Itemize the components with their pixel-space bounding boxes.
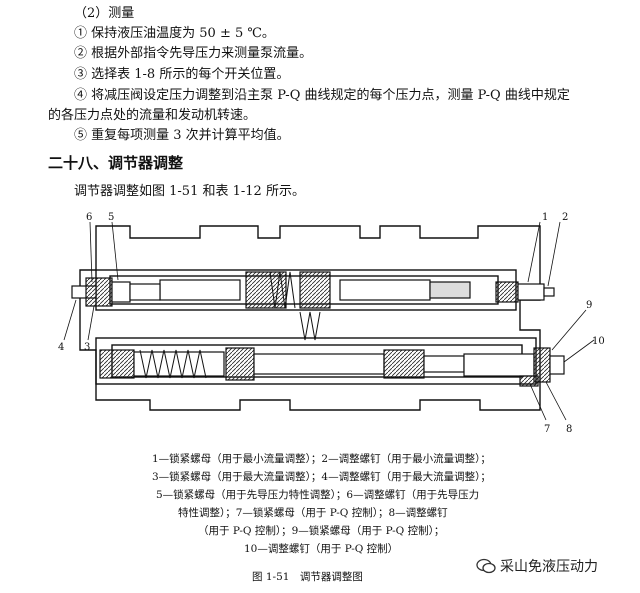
callout-7: 7 <box>544 424 550 435</box>
step-4: ④ 将减压阀设定压力调整到沿主泵 P-Q 曲线规定的每个压力点，测量 P-Q 曲… <box>74 88 570 103</box>
watermark: 采山免液压动力 <box>476 556 598 576</box>
screw-10 <box>549 355 565 375</box>
callout-1: 1 <box>542 212 548 223</box>
legend-line-2: 3—锁紧螺母（用于最大流量调整）；4—调整螺钉（用于最大流量调整）； <box>152 471 491 483</box>
callout-6: 6 <box>86 212 92 223</box>
callout-9: 9 <box>586 300 592 311</box>
step-5: ⑤ 重复每项测量 3 次并计算平均值。 <box>74 128 290 143</box>
callout-8: 8 <box>566 424 572 435</box>
callout-3: 3 <box>84 342 90 353</box>
callout-4: 4 <box>58 342 64 353</box>
step-1: ① 保持液压油温度为 50 ± 5 ℃。 <box>74 26 275 41</box>
legend-line-4: 特性调整）；7—锁紧螺母（用于 P-Q 控制）；8—调整螺钉 <box>178 507 448 519</box>
nut-7 <box>519 375 539 387</box>
nut-3 <box>85 277 113 307</box>
section-heading: 二十八、调节器调整 <box>48 154 184 172</box>
callout-2: 2 <box>562 212 568 223</box>
callout-10: 10 <box>592 336 605 347</box>
screw-6 <box>129 283 161 301</box>
intro-text: 调节器调整如图 1-51 和表 1-12 所示。 <box>74 184 305 199</box>
step-3: ③ 选择表 1-8 所示的每个开关位置。 <box>74 67 290 82</box>
legend-line-1: 1—锁紧螺母（用于最小流量调整）；2—调整螺钉（用于最小流量调整）； <box>152 453 491 465</box>
upper-spool <box>159 271 471 309</box>
step-2: ② 根据外部指令先导压力来测量泵流量。 <box>74 46 313 61</box>
section-subtitle: （2）测量 <box>74 6 135 21</box>
wechat-icon <box>476 558 496 574</box>
callout-5: 5 <box>108 212 114 223</box>
screw-8 <box>463 353 535 377</box>
watermark-text: 采山免液压动力 <box>500 559 598 575</box>
legend-line-5: （用于 P-Q 控制）；9—锁紧螺母（用于 P-Q 控制）； <box>198 525 445 537</box>
figure-caption: 图 1-51 调节器调整图 <box>252 571 363 583</box>
step-4-continued: 的各压力点处的流量和发动机转速。 <box>48 108 257 123</box>
screw-2 <box>517 283 545 301</box>
nut-5 <box>111 281 131 303</box>
legend-line-6: 10—调整螺钉（用于 P-Q 控制） <box>244 543 399 555</box>
legend-line-3: 5—锁紧螺母（用于先导压力特性调整）；6—调整螺钉（用于先导压力 <box>156 489 480 501</box>
nut-1 <box>495 281 519 303</box>
